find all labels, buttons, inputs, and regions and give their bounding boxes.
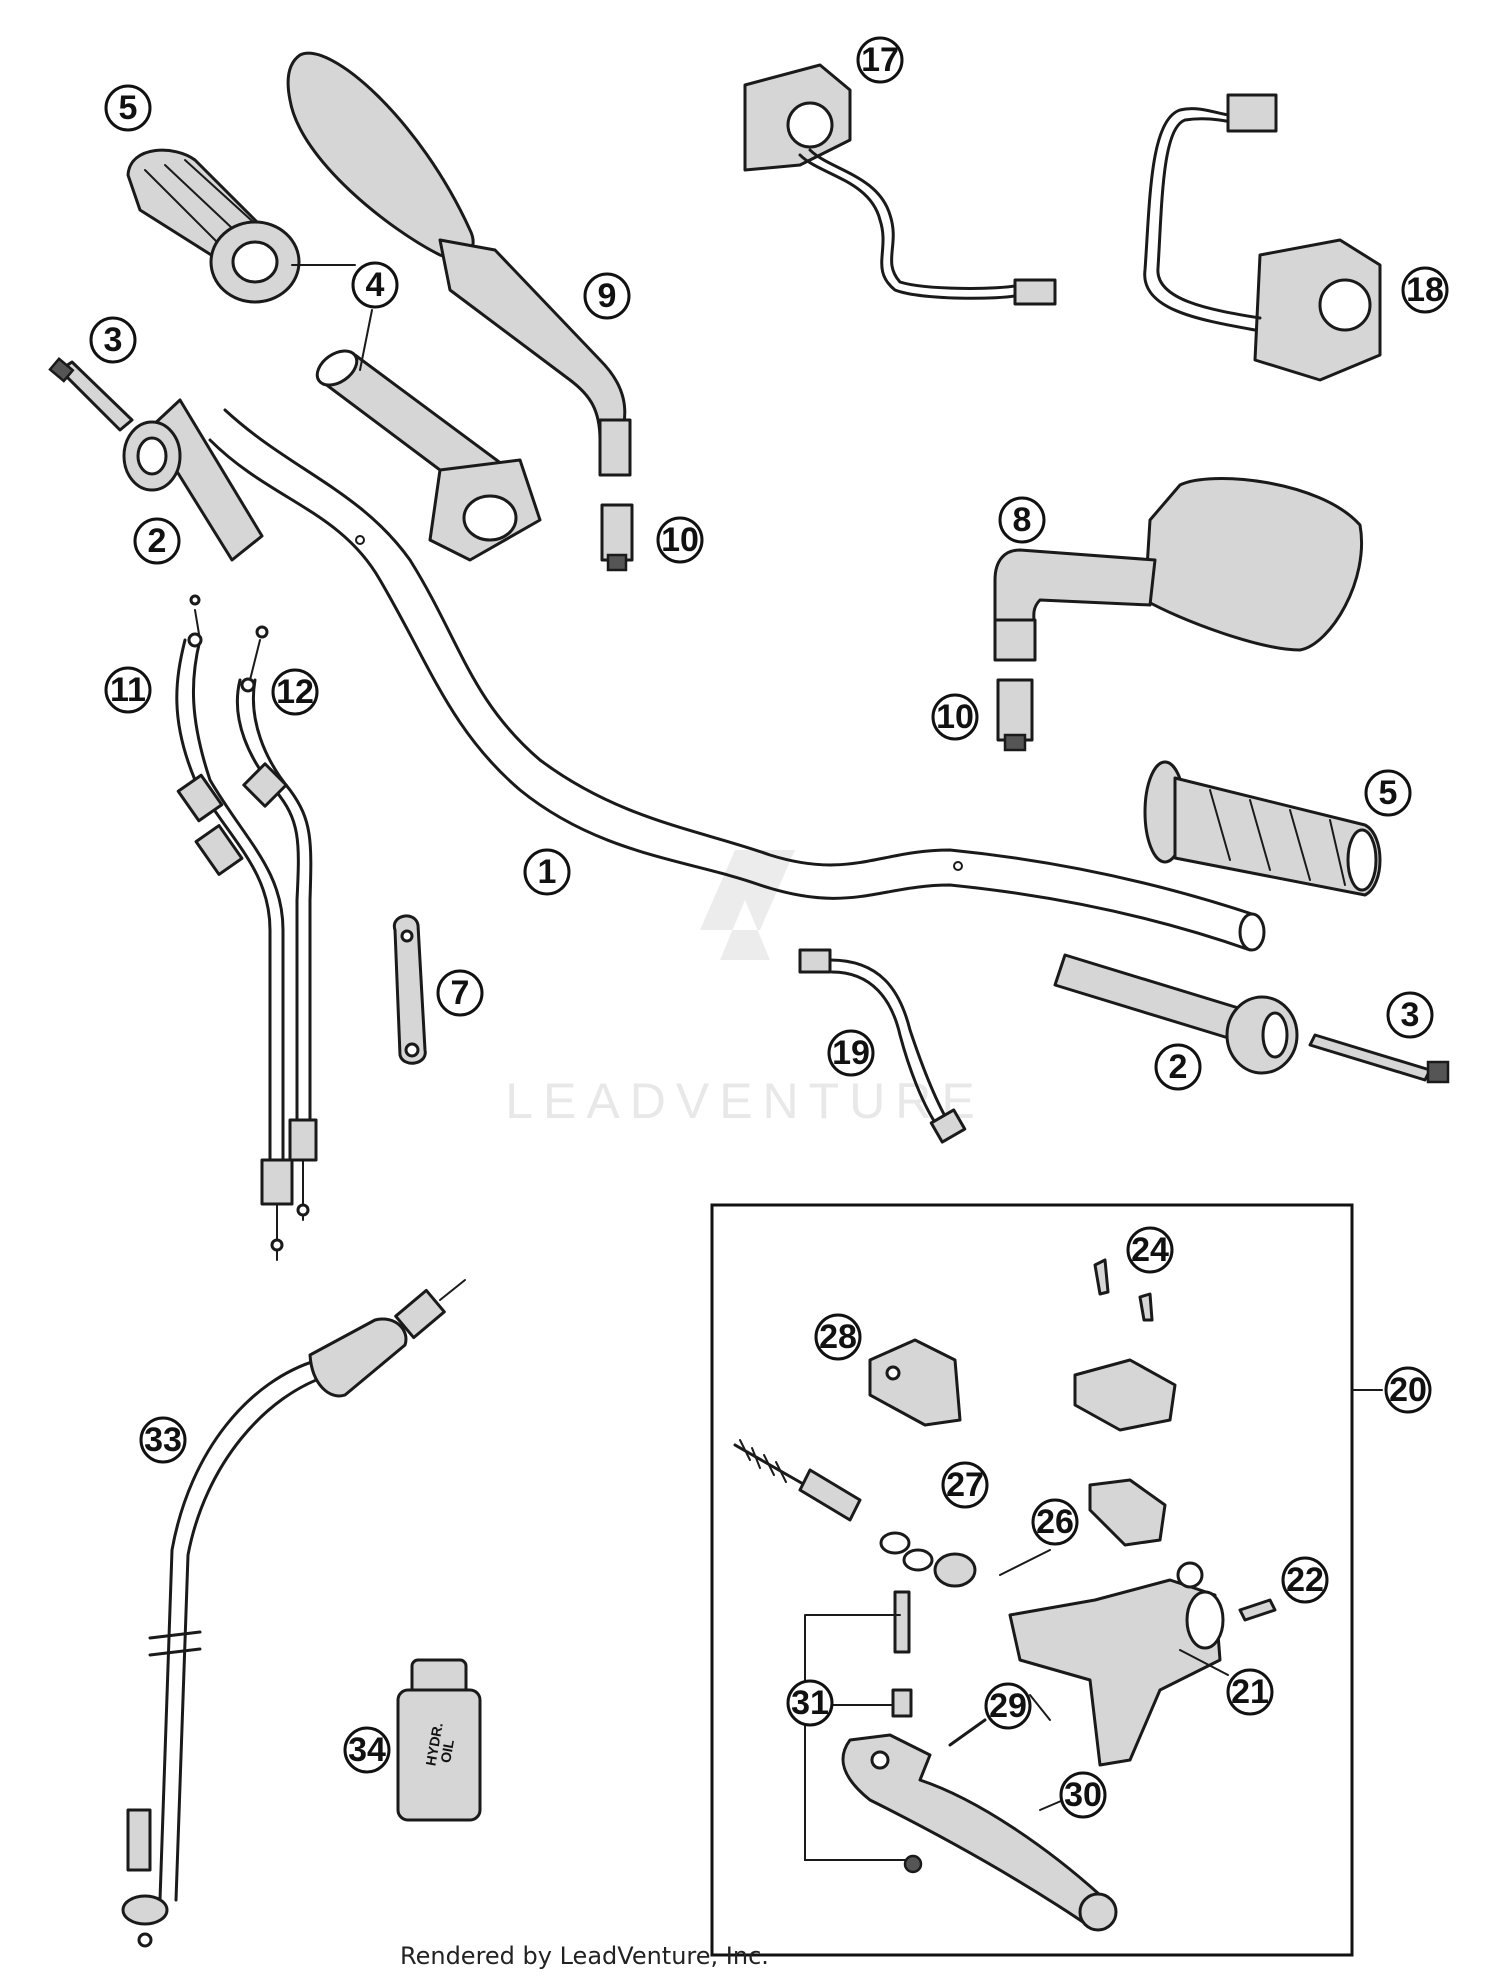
callout-30-label: 30 xyxy=(1064,1776,1102,1814)
screws-part-24 xyxy=(1093,1258,1154,1322)
callout-10-left: 10 xyxy=(656,516,704,564)
bar-end-weight-right-part-2 xyxy=(1053,953,1299,1075)
callout-8-label: 8 xyxy=(1013,501,1032,539)
screw-part-22 xyxy=(1238,1598,1277,1622)
callout-26-label: 26 xyxy=(1036,1503,1074,1541)
callout-31: 31 xyxy=(786,1679,834,1727)
callout-2-right: 2 xyxy=(1154,1043,1202,1091)
watermark-text: LEADVENTURE xyxy=(505,1073,985,1129)
pivot-pin-part-31 xyxy=(804,1590,923,1874)
callout-12-label: 12 xyxy=(276,673,314,711)
callout-5-top-label: 5 xyxy=(119,89,138,127)
handlebar-part-1 xyxy=(208,408,1266,952)
mirror-left-part-9 xyxy=(286,51,632,477)
callout-20: 20 xyxy=(1384,1366,1432,1414)
bottle-label-line-1: HYDR. xyxy=(422,1721,445,1767)
callout-9: 9 xyxy=(583,272,631,320)
assembly-box-part-20 xyxy=(710,1203,1354,1957)
callout-29-label: 29 xyxy=(989,1687,1027,1725)
callout-2-left-label: 2 xyxy=(148,522,167,560)
callout-10-right-label: 10 xyxy=(936,698,974,736)
callout-5-right: 5 xyxy=(1364,769,1412,817)
callout-27: 27 xyxy=(941,1461,989,1509)
clutch-hydraulic-line-part-33 xyxy=(121,1279,466,1948)
bolt-right-part-3 xyxy=(1308,1033,1450,1084)
callout-12: 12 xyxy=(271,668,319,716)
callout-7-label: 7 xyxy=(451,974,470,1012)
reservoir-cap xyxy=(1073,1358,1177,1432)
callout-5-top: 5 xyxy=(104,84,152,132)
callout-4: 4 xyxy=(351,261,399,309)
leader-lines xyxy=(291,264,1229,1811)
callout-30: 30 xyxy=(1059,1771,1107,1819)
mirror-right-part-8 xyxy=(993,477,1363,662)
callout-21: 21 xyxy=(1226,1668,1274,1716)
callout-24: 24 xyxy=(1126,1226,1174,1274)
switch-part-18 xyxy=(1143,93,1382,382)
callout-22-label: 22 xyxy=(1286,1561,1324,1599)
callout-28-label: 28 xyxy=(819,1318,857,1356)
callout-18: 18 xyxy=(1401,266,1449,314)
callout-10-right: 10 xyxy=(931,693,979,741)
callout-10-left-label: 10 xyxy=(661,521,699,559)
callout-31-label: 31 xyxy=(791,1684,829,1722)
callout-3-left-label: 3 xyxy=(104,321,123,359)
cover-part-26 xyxy=(1088,1478,1167,1547)
callout-20-label: 20 xyxy=(1389,1371,1427,1409)
callout-34-label: 34 xyxy=(348,1731,386,1769)
switch-part-17 xyxy=(743,63,1057,306)
mirror-adapter-right-part-10 xyxy=(996,678,1034,752)
clamp-part-28 xyxy=(868,1338,962,1427)
bottle-label-line-2: OIL xyxy=(437,1738,457,1764)
callout-33: 33 xyxy=(139,1416,187,1464)
callout-26: 26 xyxy=(1031,1498,1079,1546)
callout-28: 28 xyxy=(814,1313,862,1361)
grip-left-part-5 xyxy=(126,148,301,304)
spring-part-29 xyxy=(948,1718,987,1747)
callout-3-left: 3 xyxy=(89,316,137,364)
grip-right-part-5 xyxy=(1143,760,1382,897)
callout-1: 1 xyxy=(523,848,571,896)
hydraulic-oil-bottle-part-34: HYDR. OIL xyxy=(396,1658,482,1822)
callout-1-label: 1 xyxy=(538,853,557,891)
callout-34: 34 xyxy=(343,1726,391,1774)
callout-18-label: 18 xyxy=(1406,271,1444,309)
throttle-cable-part-11 xyxy=(175,594,294,1261)
callout-7: 7 xyxy=(436,969,484,1017)
piston-kit-part-27 xyxy=(733,1439,977,1588)
callout-33-label: 33 xyxy=(144,1421,182,1459)
mirror-adapter-left-part-10 xyxy=(600,503,634,572)
callout-9-label: 9 xyxy=(598,277,617,315)
callout-3-right-label: 3 xyxy=(1401,996,1420,1034)
watermark: LEADVENTURE xyxy=(505,850,985,1129)
callout-17: 17 xyxy=(856,36,904,84)
callout-29: 29 xyxy=(984,1682,1032,1730)
callout-22: 22 xyxy=(1281,1556,1329,1604)
callout-19: 19 xyxy=(827,1029,875,1077)
callout-19-label: 19 xyxy=(832,1034,870,1072)
callout-5-right-label: 5 xyxy=(1379,774,1398,812)
throttle-tube-part-4 xyxy=(315,349,542,562)
render-credit: Rendered by LeadVenture, Inc. xyxy=(400,1942,769,1970)
callout-2-right-label: 2 xyxy=(1169,1048,1188,1086)
callout-2-left: 2 xyxy=(133,517,181,565)
bolt-left-part-3 xyxy=(48,356,134,432)
callout-8: 8 xyxy=(998,496,1046,544)
bar-end-weight-left-part-2 xyxy=(122,398,264,562)
callout-11-label: 11 xyxy=(110,671,146,709)
master-cylinder-part-21 xyxy=(1008,1561,1225,1767)
callout-17-label: 17 xyxy=(861,41,899,79)
sensor-cable-part-19 xyxy=(798,948,967,1144)
callout-24-label: 24 xyxy=(1131,1231,1169,1269)
callout-21-label: 21 xyxy=(1231,1673,1269,1711)
callouts: 1 2 2 3 3 4 5 5 7 8 9 10 10 11 12 17 18 … xyxy=(89,36,1449,1819)
clutch-lever-part-30 xyxy=(841,1733,1118,1932)
callout-11: 11 xyxy=(104,666,152,714)
callout-4-label: 4 xyxy=(366,266,385,304)
bracket-part-7 xyxy=(392,914,427,1065)
throttle-cable-part-12 xyxy=(235,625,318,1221)
callout-27-label: 27 xyxy=(946,1466,984,1504)
callout-3-right: 3 xyxy=(1386,991,1434,1039)
